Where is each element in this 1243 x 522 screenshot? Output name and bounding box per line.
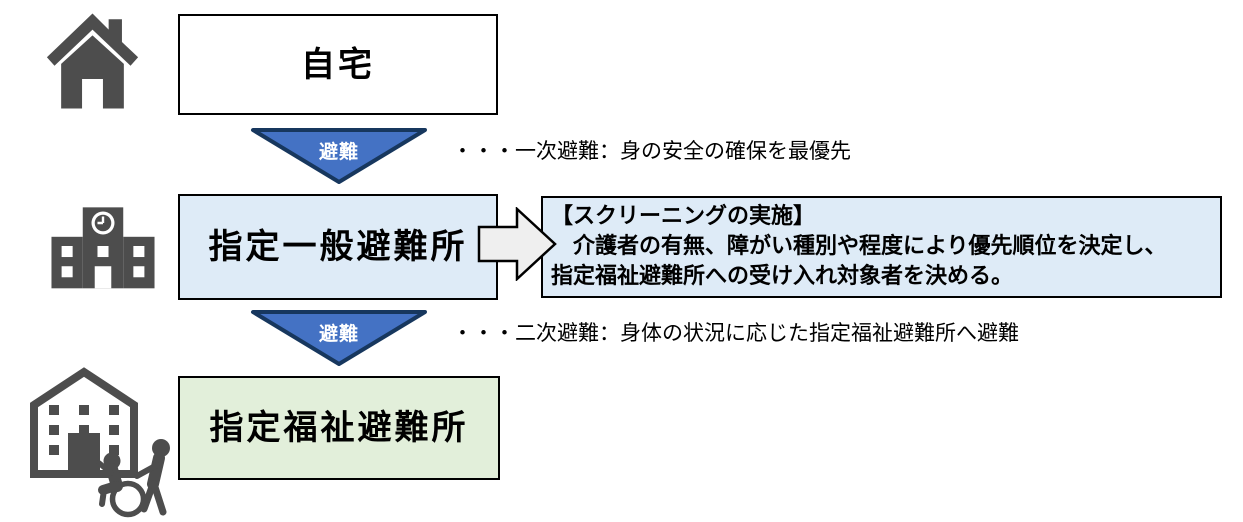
house-icon [46,13,139,109]
screening-line-2: 介護者の有無、障がい種別や程度により優先順位を決定し、 [551,233,1167,258]
evacuation-arrow-1-label: 避難 [318,142,359,163]
evacuation-arrow-2-label: 避難 [318,324,359,345]
wheelchair-user-and-caregiver-icon [96,439,170,518]
secondary-evacuation-note: ・・・二次避難：身体の状況に応じた指定福祉避難所へ避難 [452,322,1019,345]
node-welfare-shelter-label: 指定福祉避難所 [209,409,469,447]
node-general-shelter: 指定一般避難所 [178,194,498,300]
node-home-label: 自宅 [301,45,375,84]
welfare-building-icon [30,367,138,478]
screening-title: 【スクリーニングの実施】 [551,203,816,228]
screening-arrow-icon [477,207,557,281]
school-icon [51,207,155,289]
node-home: 自宅 [178,14,498,115]
down-arrow-icon [251,310,427,366]
node-general-shelter-label: 指定一般避難所 [208,228,468,266]
node-welfare-shelter: 指定福祉避難所 [178,376,500,480]
screening-box: 【スクリーニングの実施】 介護者の有無、障がい種別や程度により優先順位を決定し、… [541,196,1222,298]
primary-evacuation-note: ・・・一次避難：身の安全の確保を最優先 [452,140,851,163]
evacuation-arrow-1: 避難 [249,127,429,185]
screening-line-3: 指定福祉避難所への受け入れ対象者を決める。 [551,263,1014,288]
evacuation-arrow-2: 避難 [249,309,429,367]
down-arrow-icon [251,128,427,184]
